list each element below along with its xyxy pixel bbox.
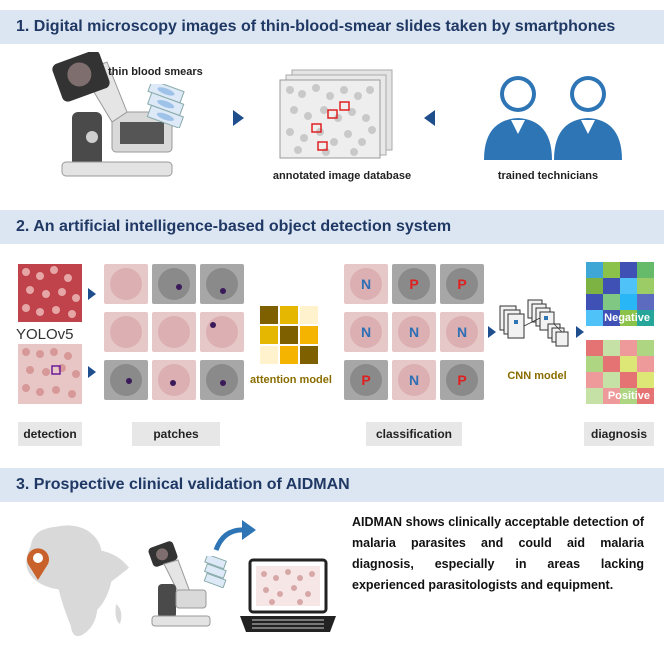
- arrow-to-cnn: [488, 326, 496, 338]
- cnn-icon: [499, 299, 569, 347]
- negative-heatmap: Negative: [586, 262, 654, 326]
- classified-patch: P: [344, 360, 388, 400]
- location-pin-icon: [27, 548, 49, 580]
- detection-image-top: [18, 264, 82, 322]
- yolo-label: YOLOv5: [16, 326, 74, 343]
- laptop-icon: [240, 558, 336, 632]
- patch-image: [200, 360, 244, 400]
- classified-patch: N: [344, 264, 388, 304]
- technician-icon: [484, 76, 622, 160]
- patch-image: [200, 264, 244, 304]
- diagnosis-stage-label: diagnosis: [584, 422, 654, 446]
- patch-image: [104, 360, 148, 400]
- patch-image: [200, 312, 244, 352]
- negative-mark: N: [408, 372, 420, 388]
- arrow-from-technicians: [424, 110, 435, 126]
- section-1-header: 1. Digital microscopy images of thin-blo…: [0, 10, 664, 44]
- database-label: annotated image database: [272, 170, 412, 182]
- classified-patch: N: [392, 360, 436, 400]
- negative-mark: N: [408, 324, 420, 340]
- technicians-label: trained technicians: [497, 170, 599, 182]
- negative-mark: N: [360, 276, 372, 292]
- summary-text: AIDMAN shows clinically acceptable detec…: [352, 515, 644, 592]
- curved-arrow-icon: [213, 520, 256, 551]
- negative-label: Negative: [604, 312, 650, 324]
- classified-patch: P: [440, 360, 484, 400]
- arrow-detection-top: [88, 288, 96, 300]
- classified-patch: N: [392, 312, 436, 352]
- positive-mark: P: [457, 372, 467, 388]
- classified-patch: P: [440, 264, 484, 304]
- slides-icon: [146, 84, 185, 128]
- patch-image: [152, 312, 196, 352]
- positive-label: Positive: [607, 390, 650, 402]
- image-database-icon: [279, 69, 393, 159]
- patches-stage-label: patches: [132, 422, 220, 446]
- classified-patch: N: [440, 312, 484, 352]
- africa-map-icon: [24, 523, 132, 638]
- patch-image: [104, 312, 148, 352]
- arrow-to-diagnosis: [576, 326, 584, 338]
- smartphone-icon: [52, 52, 110, 102]
- microscope-small-icon: [148, 541, 211, 627]
- smear-label: thin blood smears: [108, 66, 203, 78]
- negative-mark: N: [456, 324, 468, 340]
- patch-image: [152, 360, 196, 400]
- arrow-to-database: [233, 110, 244, 126]
- detection-image-bottom: [18, 344, 82, 404]
- positive-heatmap: Positive: [586, 340, 654, 404]
- cnn-model-label: CNN model: [507, 370, 567, 382]
- negative-mark: N: [360, 324, 372, 340]
- classification-stage-label: classification: [366, 422, 462, 446]
- patch-image: [104, 264, 148, 304]
- classified-patch: P: [392, 264, 436, 304]
- section-2-header: 2. An artificial intelligence-based obje…: [0, 210, 664, 244]
- attention-model-label: attention model: [250, 374, 332, 386]
- detection-stage-label: detection: [18, 422, 82, 446]
- positive-mark: P: [409, 276, 419, 292]
- arrow-detection-bottom: [88, 366, 96, 378]
- section-3-header: 3. Prospective clinical validation of AI…: [0, 468, 664, 502]
- positive-mark: P: [361, 372, 371, 388]
- slides-small-icon: [203, 556, 228, 588]
- classified-patch: N: [344, 312, 388, 352]
- patch-image: [152, 264, 196, 304]
- positive-mark: P: [457, 276, 467, 292]
